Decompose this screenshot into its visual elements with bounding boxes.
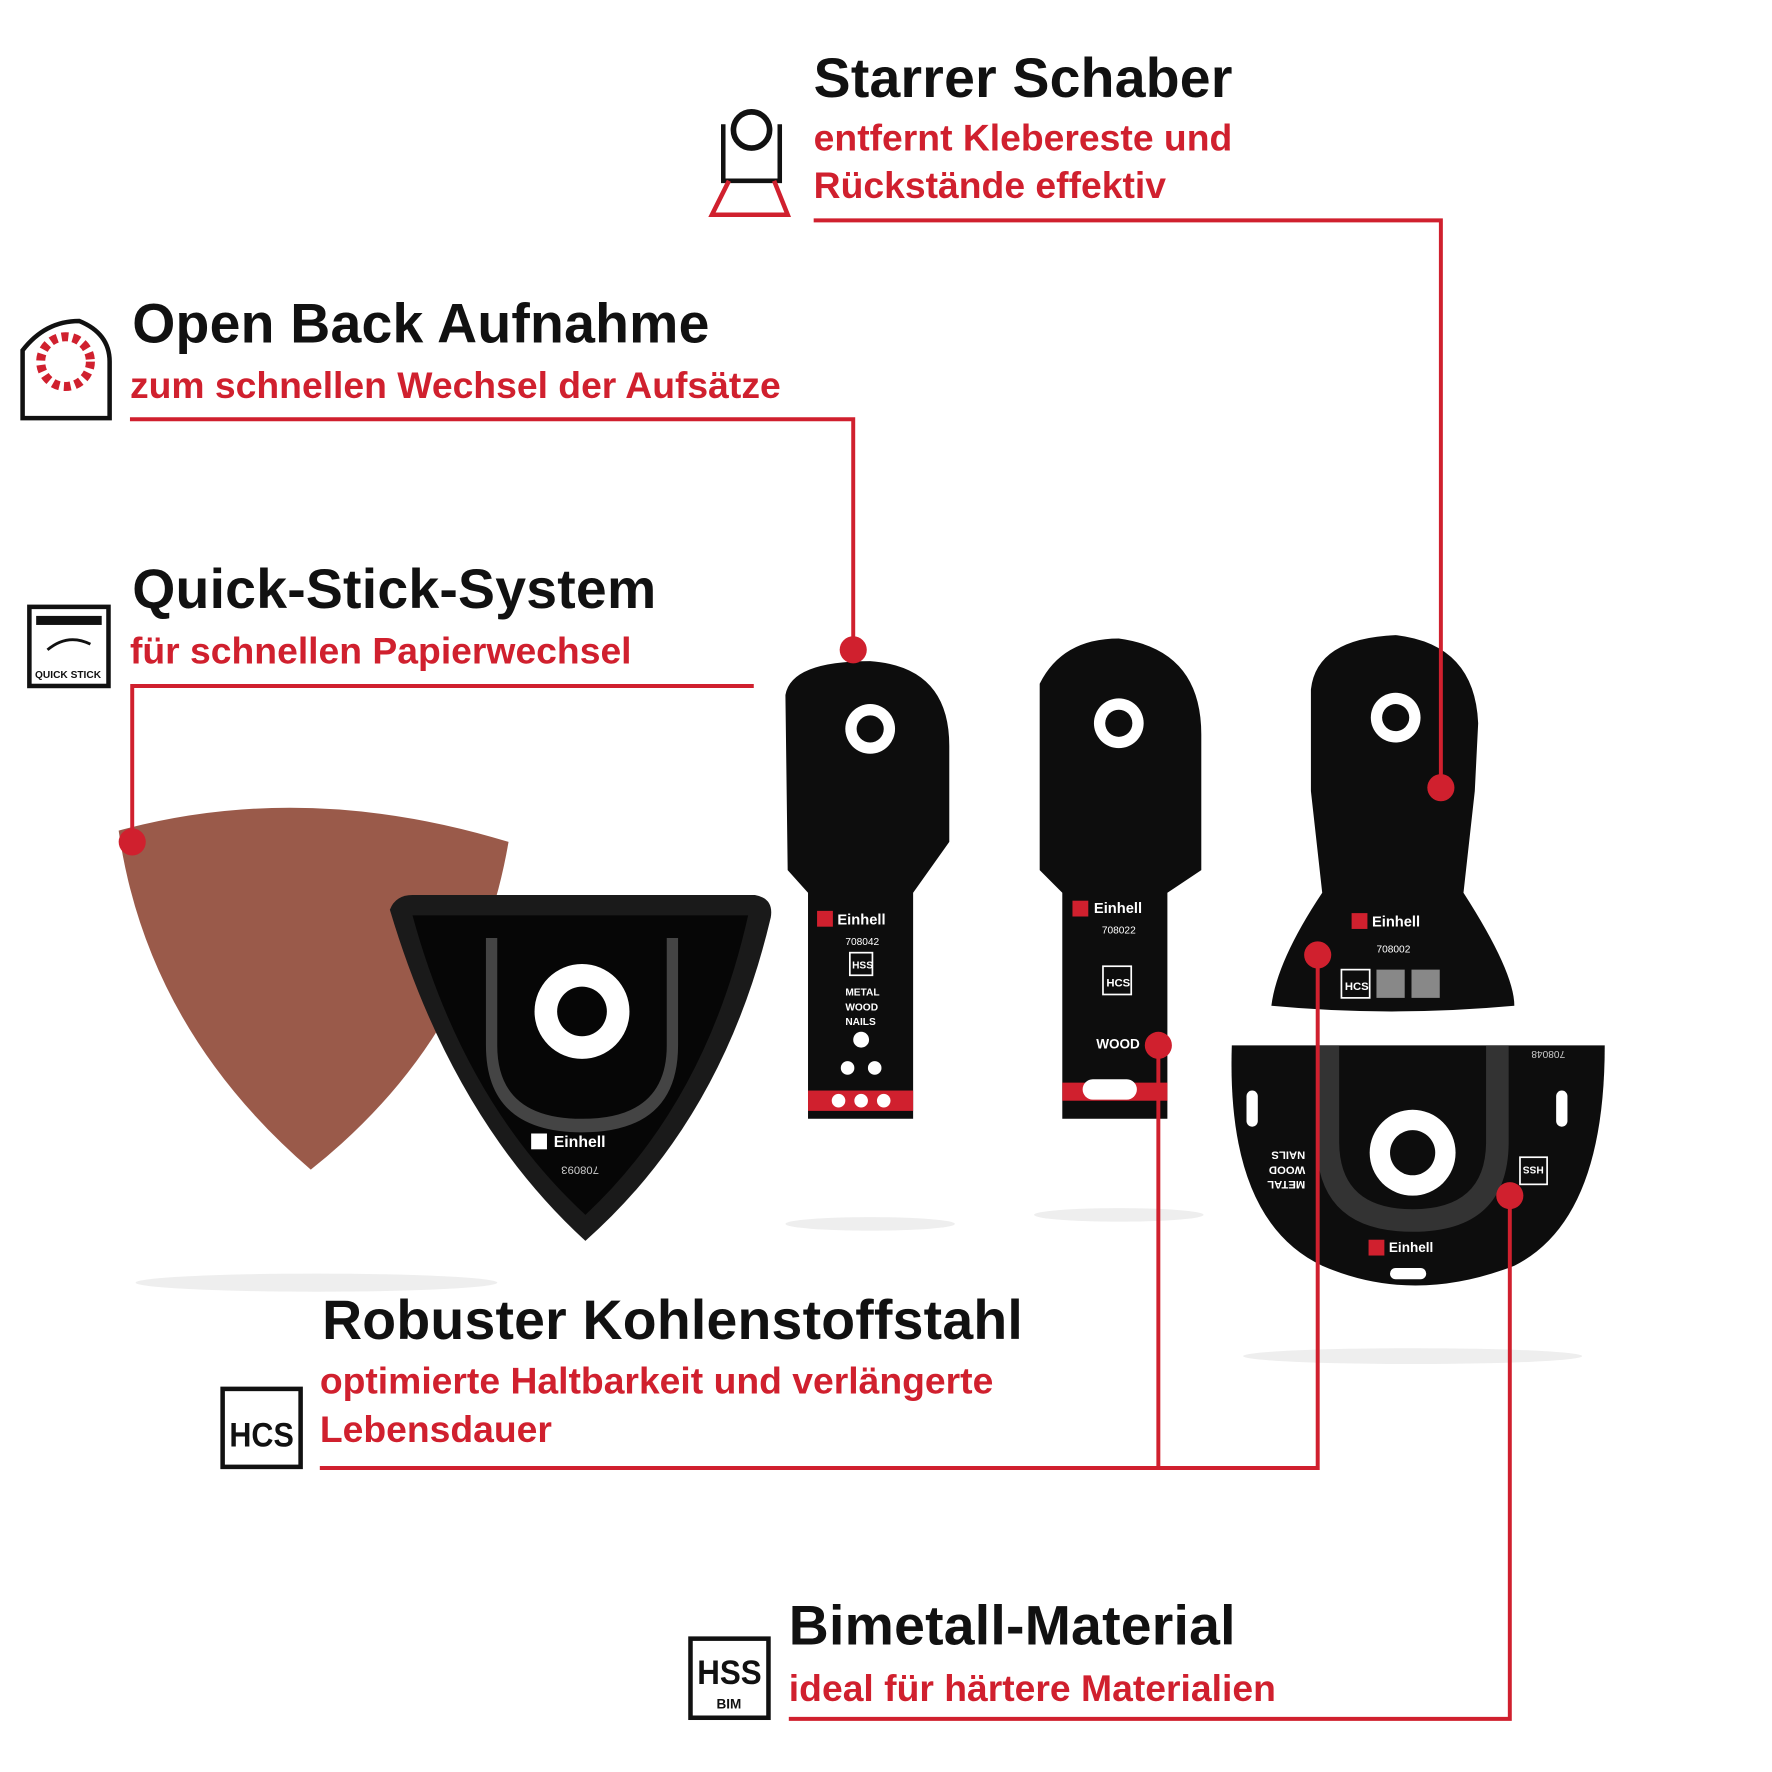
scraper-blade-708002: Einhell 708002 HCS xyxy=(1271,635,1515,1012)
hcs-subtitle-2: Lebensdauer xyxy=(319,1408,552,1450)
leader-scraper xyxy=(813,218,1443,788)
svg-text:HCS: HCS xyxy=(1345,981,1369,993)
svg-text:Einhell: Einhell xyxy=(1094,901,1142,917)
svg-text:708002: 708002 xyxy=(1376,945,1410,956)
svg-text:QUICK STICK: QUICK STICK xyxy=(35,670,102,681)
svg-text:NAILS: NAILS xyxy=(1271,1149,1305,1161)
scraper-subtitle-2: Rückstände effektiv xyxy=(813,163,1167,206)
brand-label: Einhell xyxy=(554,1134,606,1151)
shadow xyxy=(1243,1348,1583,1365)
quick-stick-subtitle: für schnellen Papierwechsel xyxy=(129,629,632,672)
leader-hcs-scraper xyxy=(319,954,1320,1470)
svg-text:708042: 708042 xyxy=(845,937,879,948)
shadow xyxy=(135,1273,498,1292)
segment-saw-blade-708048: Einhell 708048 METAL WOOD NAILS HSS xyxy=(1231,1045,1605,1286)
svg-text:METAL: METAL xyxy=(845,988,879,999)
svg-text:HCS: HCS xyxy=(229,1417,293,1455)
leader-quick-stick xyxy=(130,683,754,842)
svg-text:METAL: METAL xyxy=(1267,1178,1305,1190)
svg-text:HCS: HCS xyxy=(1106,978,1130,990)
svg-text:Einhell: Einhell xyxy=(837,912,885,928)
hcs-title: Robuster Kohlenstoffstahl xyxy=(322,1290,1024,1352)
open-back-icon xyxy=(20,318,112,421)
open-back-title: Open Back Aufnahme xyxy=(132,293,710,355)
hcs-icon: HCS xyxy=(220,1386,303,1470)
shadow xyxy=(785,1217,955,1231)
product-code: 708093 xyxy=(561,1163,599,1175)
svg-text:WOOD: WOOD xyxy=(845,1002,878,1013)
svg-text:WOOD: WOOD xyxy=(1096,1037,1140,1052)
quick-stick-icon: QUICK STICK xyxy=(27,604,111,689)
hcs-subtitle-1: optimierte Haltbarkeit und verlängerte xyxy=(319,1359,994,1402)
leader-dots xyxy=(118,636,1524,1210)
leader-hss xyxy=(788,1195,1512,1721)
svg-text:WOOD: WOOD xyxy=(1269,1163,1305,1175)
sanding-pad: Einhell 708093 xyxy=(389,895,772,1241)
scraper-subtitle-1: entfernt Klebereste und xyxy=(813,116,1233,159)
svg-text:BIM: BIM xyxy=(716,1697,741,1712)
open-back-subtitle: zum schnellen Wechsel der Aufsätze xyxy=(129,363,781,406)
svg-text:708022: 708022 xyxy=(1102,925,1136,936)
svg-text:Einhell: Einhell xyxy=(1372,915,1420,931)
shadow xyxy=(1034,1208,1204,1222)
svg-text:HSS: HSS xyxy=(697,1654,761,1692)
scraper-title: Starrer Schaber xyxy=(813,48,1233,110)
svg-text:HSS: HSS xyxy=(1523,1163,1544,1174)
leader-lines xyxy=(129,218,1512,1721)
hss-subtitle: ideal für härtere Materialien xyxy=(788,1666,1276,1709)
svg-text:NAILS: NAILS xyxy=(845,1017,876,1028)
plunge-blade-708042: Einhell 708042 HSS METAL WOOD NAILS xyxy=(785,661,950,1119)
svg-text:HSS: HSS xyxy=(852,960,873,971)
hss-title: Bimetall-Material xyxy=(788,1595,1236,1657)
svg-text:708048: 708048 xyxy=(1531,1048,1565,1059)
plunge-blade-708022: Einhell 708022 HCS WOOD xyxy=(1039,638,1202,1119)
svg-text:Einhell: Einhell xyxy=(1389,1240,1433,1255)
quick-stick-title: Quick-Stick-System xyxy=(132,559,657,621)
hss-bim-icon: HSS BIM xyxy=(688,1636,771,1721)
scraper-icon xyxy=(708,109,792,217)
leader-open-back xyxy=(129,417,856,650)
